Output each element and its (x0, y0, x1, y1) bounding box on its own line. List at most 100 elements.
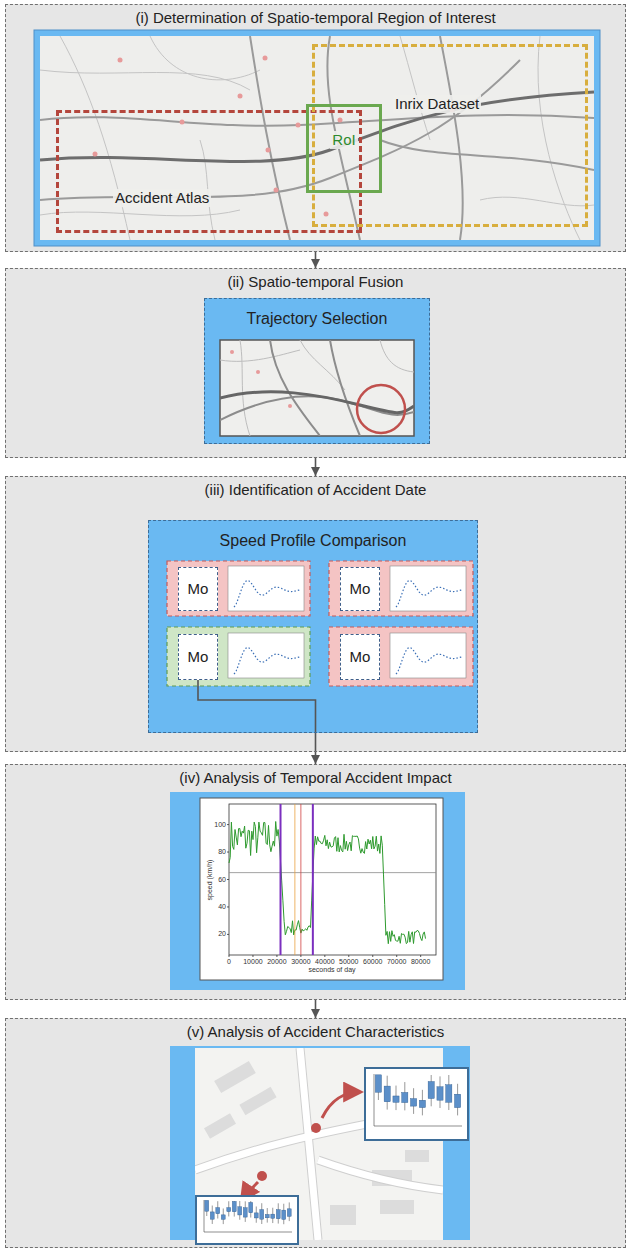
stage-panel: (i) Determination of Spatio-temporal Reg… (5, 4, 626, 252)
map-ground (40, 36, 594, 240)
axis-title: speed (km/h) (206, 860, 214, 901)
node-text: (v) Analysis of Accident Characteristics (187, 1023, 445, 1041)
flow-arrow (315, 1000, 317, 1018)
speed-wave (396, 648, 462, 675)
box (271, 1214, 275, 1218)
weekday-box: Mo (178, 567, 218, 611)
stage-panel: (ii) Spatio-temporal FusionTrajectory Se… (5, 268, 626, 458)
box (393, 1096, 399, 1102)
axis-line (204, 1200, 205, 1232)
tick-mark (227, 824, 229, 825)
tick-label: seconds of day (308, 966, 355, 974)
tick-label: 20000 (267, 958, 286, 966)
box (205, 1200, 209, 1211)
tick-label: 50000 (339, 958, 358, 966)
tick-label: 40000 (315, 958, 334, 966)
roi-box: RoI (306, 104, 382, 193)
plot-frame (229, 804, 436, 955)
tick-mark (300, 955, 301, 957)
tick-label: 60000 (363, 958, 382, 966)
node-text: Mo (350, 648, 371, 666)
road-map (220, 340, 414, 436)
node-text: Mo (188, 648, 209, 666)
node-text: (i) Determination of Spatio-temporal Reg… (135, 9, 495, 27)
box (437, 1087, 443, 1100)
box (210, 1212, 214, 1219)
panel-ground (5, 4, 626, 1248)
speed-wave (234, 648, 300, 675)
weekday-box: Mo (340, 634, 380, 680)
profile-card (167, 561, 473, 686)
tick-mark (420, 955, 421, 957)
time-marker (294, 804, 295, 955)
selection-circle (357, 385, 405, 433)
node-text: Mo (350, 580, 371, 598)
dataset-extent: Accident Atlas (56, 110, 362, 233)
tick-mark (348, 955, 349, 957)
speed-plot (227, 804, 436, 957)
box (249, 1202, 253, 1212)
box (428, 1082, 434, 1099)
method-box: Speed Profile ComparisonMoMoMoMo (148, 520, 478, 733)
box (254, 1213, 258, 1218)
box (216, 1208, 220, 1214)
box (238, 1207, 242, 1215)
blue-frame (204, 298, 430, 444)
time-marker (300, 804, 301, 955)
node-text: (iv) Analysis of Temporal Accident Impac… (179, 769, 451, 787)
chart-ground (390, 566, 466, 611)
blue-frame (34, 30, 600, 246)
weekday-box: Mo (178, 634, 218, 680)
tick-mark (227, 906, 229, 907)
threshold-line (229, 872, 436, 873)
node-text: Mo (188, 580, 209, 598)
speed-curve (229, 822, 426, 944)
chart-ground (390, 633, 466, 678)
axis-line (204, 1232, 292, 1233)
box (446, 1085, 452, 1102)
tick-label: 60 (218, 876, 226, 884)
tick-label: 40 (218, 903, 226, 911)
tick-mark (276, 955, 277, 957)
node-text: (ii) Spatio-temporal Fusion (228, 273, 404, 291)
tick-label: 80000 (411, 958, 430, 966)
tick-label: 20 (218, 931, 226, 939)
tick-label: 100 (214, 821, 226, 829)
tick-mark (229, 955, 230, 957)
box (282, 1210, 286, 1219)
map-ground (220, 340, 414, 436)
accident-marker (257, 1123, 321, 1181)
tick-mark (396, 955, 397, 957)
box (287, 1209, 291, 1216)
node-text: Inrix Dataset (393, 95, 481, 113)
tick-mark (324, 955, 325, 957)
tick-mark (227, 934, 229, 935)
tick-mark (372, 955, 373, 957)
tick-label: 30000 (291, 958, 310, 966)
box (232, 1201, 236, 1211)
box (260, 1210, 264, 1220)
tick-label: 70000 (387, 958, 406, 966)
time-marker (312, 804, 314, 955)
callout-arrow (242, 1092, 360, 1200)
box (276, 1210, 280, 1219)
method-box: Trajectory Selection (204, 298, 430, 444)
box (227, 1208, 231, 1212)
box (419, 1100, 425, 1107)
chart-ground (228, 633, 304, 678)
node-text: RoI (330, 131, 357, 149)
chart-ground (200, 798, 443, 980)
node-text: Trajectory Selection (247, 309, 388, 328)
road-map (40, 36, 594, 240)
tick-label: 80 (218, 848, 226, 856)
box (265, 1214, 269, 1217)
box (402, 1092, 408, 1102)
box (384, 1086, 390, 1102)
box (455, 1094, 461, 1107)
node-text: Speed Profile Comparison (220, 531, 407, 550)
node-text: Accident Atlas (113, 189, 211, 207)
axis-line (374, 1126, 462, 1127)
tick-mark (227, 879, 229, 880)
